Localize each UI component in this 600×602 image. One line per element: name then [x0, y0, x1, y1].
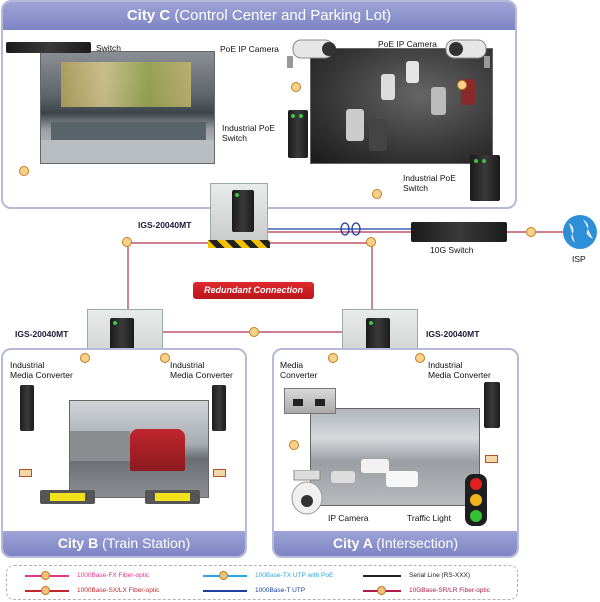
city-a-title: City A (Intersection) [274, 531, 517, 556]
igs-center-label: IGS-20040MT [138, 220, 192, 230]
media-converter-icon [284, 388, 336, 414]
serial-badge [485, 455, 498, 463]
legend-item: 1000Base-T UTP [255, 587, 306, 594]
switch-label: Switch [96, 43, 122, 53]
poe-camera-icon [287, 39, 336, 68]
serial-badge [213, 469, 226, 477]
media-converter-icon [20, 385, 34, 431]
legend-badge [377, 586, 386, 595]
city-c-subtitle: (Control Center and Parking Lot) [174, 7, 392, 24]
parking-lot-photo [310, 48, 493, 164]
serial-badge [19, 469, 32, 477]
rail-sensor-left [40, 490, 95, 504]
legend-item: 1000Base-FX Fiber-optic [77, 572, 150, 579]
fiber-loop-icon [340, 222, 361, 236]
connector-badge [328, 353, 338, 363]
industrial-poe-switch-icon [288, 110, 308, 158]
poe-camera-label-1: PoE IP Camera [220, 44, 279, 54]
industrial-poe-switch-icon [470, 155, 500, 201]
connector-badge [372, 189, 382, 199]
connector-badge [160, 353, 170, 363]
city-b-subtitle: (Train Station) [102, 535, 191, 551]
redundant-connection-badge: Redundant Connection [193, 282, 314, 299]
connector-badge [249, 327, 259, 337]
city-a-name: City A [332, 535, 373, 551]
legend-item: 1000Base-SX/LX Fiber-optic [77, 587, 160, 594]
traffic-light-label: Traffic Light [407, 513, 451, 523]
legend-item: 100Base-TX UTP with PoE [255, 572, 334, 579]
globe-icon [563, 215, 597, 249]
media-converter-icon [212, 385, 226, 431]
connector-badge [415, 353, 425, 363]
traffic-light-icon [465, 474, 487, 526]
legend-item: 10GBase-SR/LR Fiber-optic [409, 587, 490, 594]
igs-switch-icon [232, 190, 254, 232]
hazard-stripe [208, 240, 270, 248]
ip-camera-label: IP Camera [328, 513, 369, 523]
rail-sensor-right [145, 490, 200, 504]
legend-item: Serial Line (RS-XXX) [409, 572, 471, 579]
intersection-photo [310, 408, 480, 506]
isp-label: ISP [572, 254, 586, 264]
connector-badge [291, 82, 301, 92]
city-a-subtitle: (Intersection) [376, 535, 458, 551]
legend-line [363, 575, 401, 577]
legend-badge [41, 571, 50, 580]
legend-badge [41, 586, 50, 595]
ten-g-switch-icon [411, 222, 507, 242]
control-room-photo [40, 51, 215, 164]
switch-icon [6, 42, 91, 53]
legend-badge [219, 571, 228, 580]
media-converter-icon [484, 382, 500, 428]
city-c-name: City C [126, 7, 171, 24]
legend-line [203, 590, 247, 592]
connector-badge [526, 227, 536, 237]
connector-badge [366, 237, 376, 247]
ip-camera-icon [291, 470, 323, 515]
city-b-name: City B [57, 535, 99, 551]
train-station-photo [69, 400, 209, 498]
poe-camera-label-2: PoE IP Camera [378, 39, 437, 49]
connector-badge [19, 166, 29, 176]
city-b-title: City B (Train Station) [3, 531, 245, 556]
connector-badge [457, 80, 467, 90]
connector-badge [289, 440, 299, 450]
igs-right-label: IGS-20040MT [426, 329, 480, 339]
igs-left-label: IGS-20040MT [15, 329, 69, 339]
city-c-title: City C (Control Center and Parking Lot) [3, 2, 515, 30]
poe-camera-icon [445, 39, 490, 68]
connector-badge [122, 237, 132, 247]
ten-g-switch-label: 10G Switch [430, 245, 474, 255]
legend: 1000Base-FX Fiber-optic 100Base-TX UTP w… [6, 565, 518, 600]
connector-badge [80, 353, 90, 363]
